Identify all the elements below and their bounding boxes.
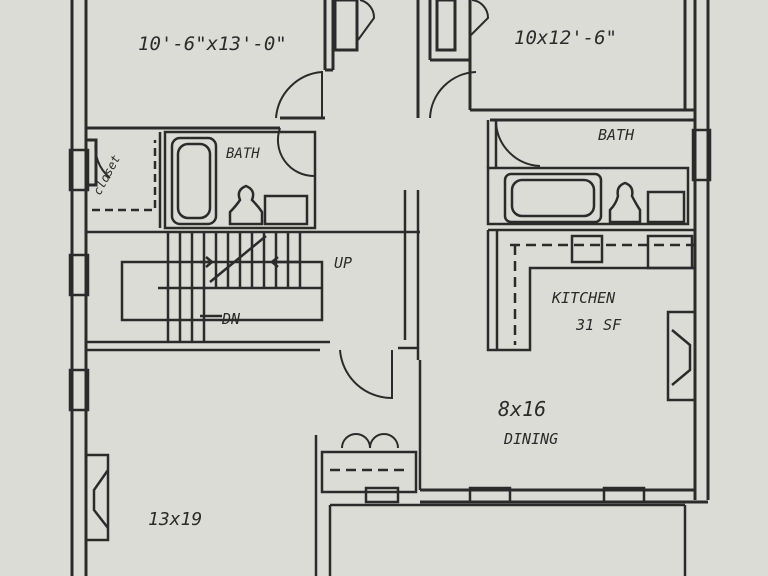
bath-right — [486, 120, 690, 226]
bedroom-walls — [86, 0, 695, 187]
stair-hall — [86, 190, 420, 360]
kitchen-label: KITCHEN — [551, 289, 616, 307]
bath-right-label: BATH — [598, 126, 635, 144]
bedroom2-size-label: 10x12'-6" — [514, 27, 617, 49]
living-size-label: 13x19 — [148, 509, 202, 530]
stairs-up-label: UP — [334, 254, 352, 272]
living-area — [68, 128, 712, 576]
dining-size-label: 8x16 — [498, 397, 546, 421]
door-swings — [94, 0, 541, 449]
bath-left-label: BATH — [226, 146, 260, 162]
stairs-down-label: DN — [221, 310, 241, 328]
kitchen-cabinets — [486, 228, 695, 402]
exterior-walls — [70, 0, 710, 576]
dining-label: DINING — [503, 430, 558, 448]
bath-left — [92, 130, 317, 230]
bedroom1-size-label: 10'-6"x13'-0" — [138, 33, 287, 55]
kitchen-area-label: 31 SF — [575, 316, 622, 334]
